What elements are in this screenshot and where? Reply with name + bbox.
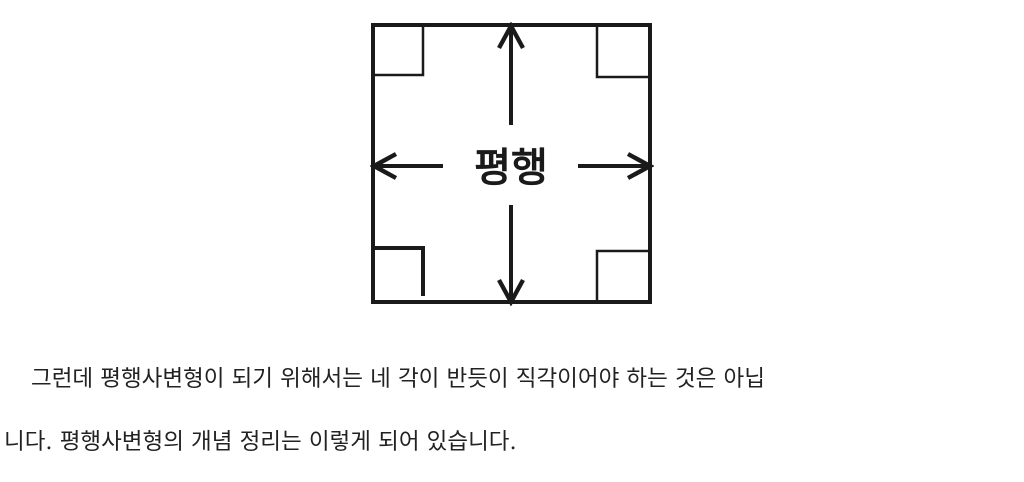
parallel-square-diagram: 평행 — [0, 0, 1024, 330]
right-angle-marker-top-left — [373, 25, 425, 77]
right-angle-marker-bottom-right — [595, 249, 650, 302]
paragraph-line-1: 그런데 평행사변형이 되기 위해서는 네 각이 반듯이 직각이어야 하는 것은 … — [31, 366, 765, 392]
paragraph-line-2: 니다. 평행사변형의 개념 정리는 이렇게 되어 있습니다. — [4, 429, 517, 455]
figure-label: 평행 — [474, 145, 548, 191]
right-angle-marker-top-right — [595, 25, 650, 79]
right-angle-marker-bottom-left — [373, 246, 425, 296]
